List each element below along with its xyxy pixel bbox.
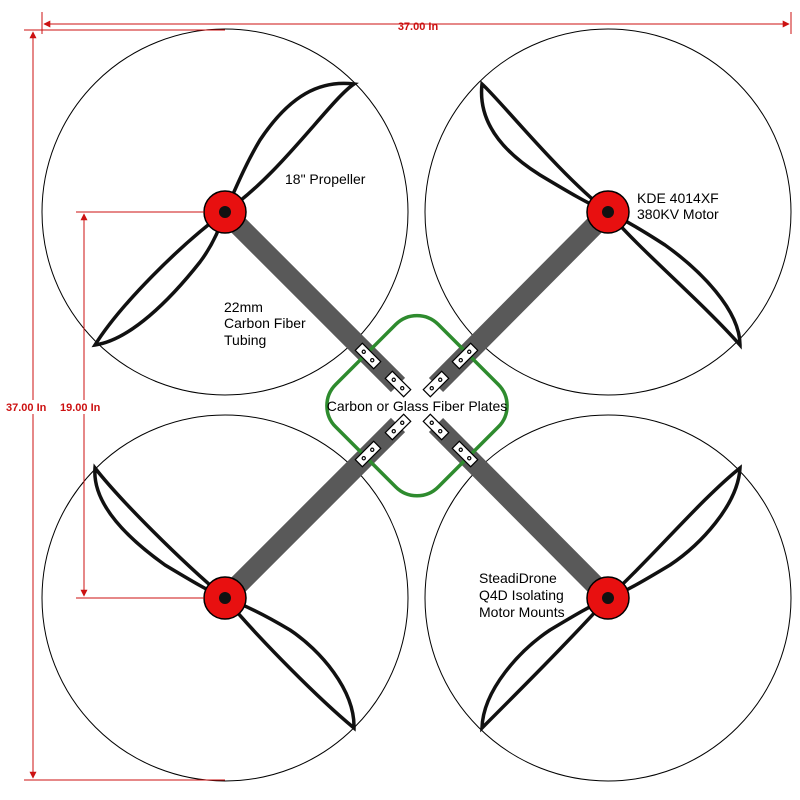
width-dimension-label: 37.00 In [398, 21, 439, 33]
height-dimension-label: 37.00 In [6, 402, 47, 414]
prop-circle-bottom-left [41, 414, 409, 782]
motor-bottom-right [586, 576, 630, 620]
mounts-label-line1: SteadiDrone [479, 570, 557, 586]
prop-circle-bottom-right [424, 414, 792, 782]
motor-top-right [586, 190, 630, 234]
motor-bottom-left [203, 576, 247, 620]
propeller-label: 18" Propeller [285, 171, 366, 187]
motor-label-line2: 380KV Motor [637, 206, 719, 222]
prop-circle-top-right [424, 28, 792, 396]
motor-mounts [354, 342, 479, 468]
motor-spacing-label: 19.00 In [60, 402, 101, 414]
tubing-label-line3: Tubing [224, 332, 266, 348]
dimension-height [24, 29, 225, 781]
tubing-label-line2: Carbon Fiber [224, 315, 306, 331]
motor-top-left [203, 190, 247, 234]
tubing-label-line1: 22mm [224, 299, 263, 315]
prop-circle-top-left [41, 28, 409, 396]
plates-label: Carbon or Glass Fiber Plates [327, 398, 508, 414]
mounts-label-line2: Q4D Isolating [479, 587, 564, 603]
motor-label-line1: KDE 4014XF [637, 190, 719, 206]
mounts-label-line3: Motor Mounts [479, 604, 565, 620]
